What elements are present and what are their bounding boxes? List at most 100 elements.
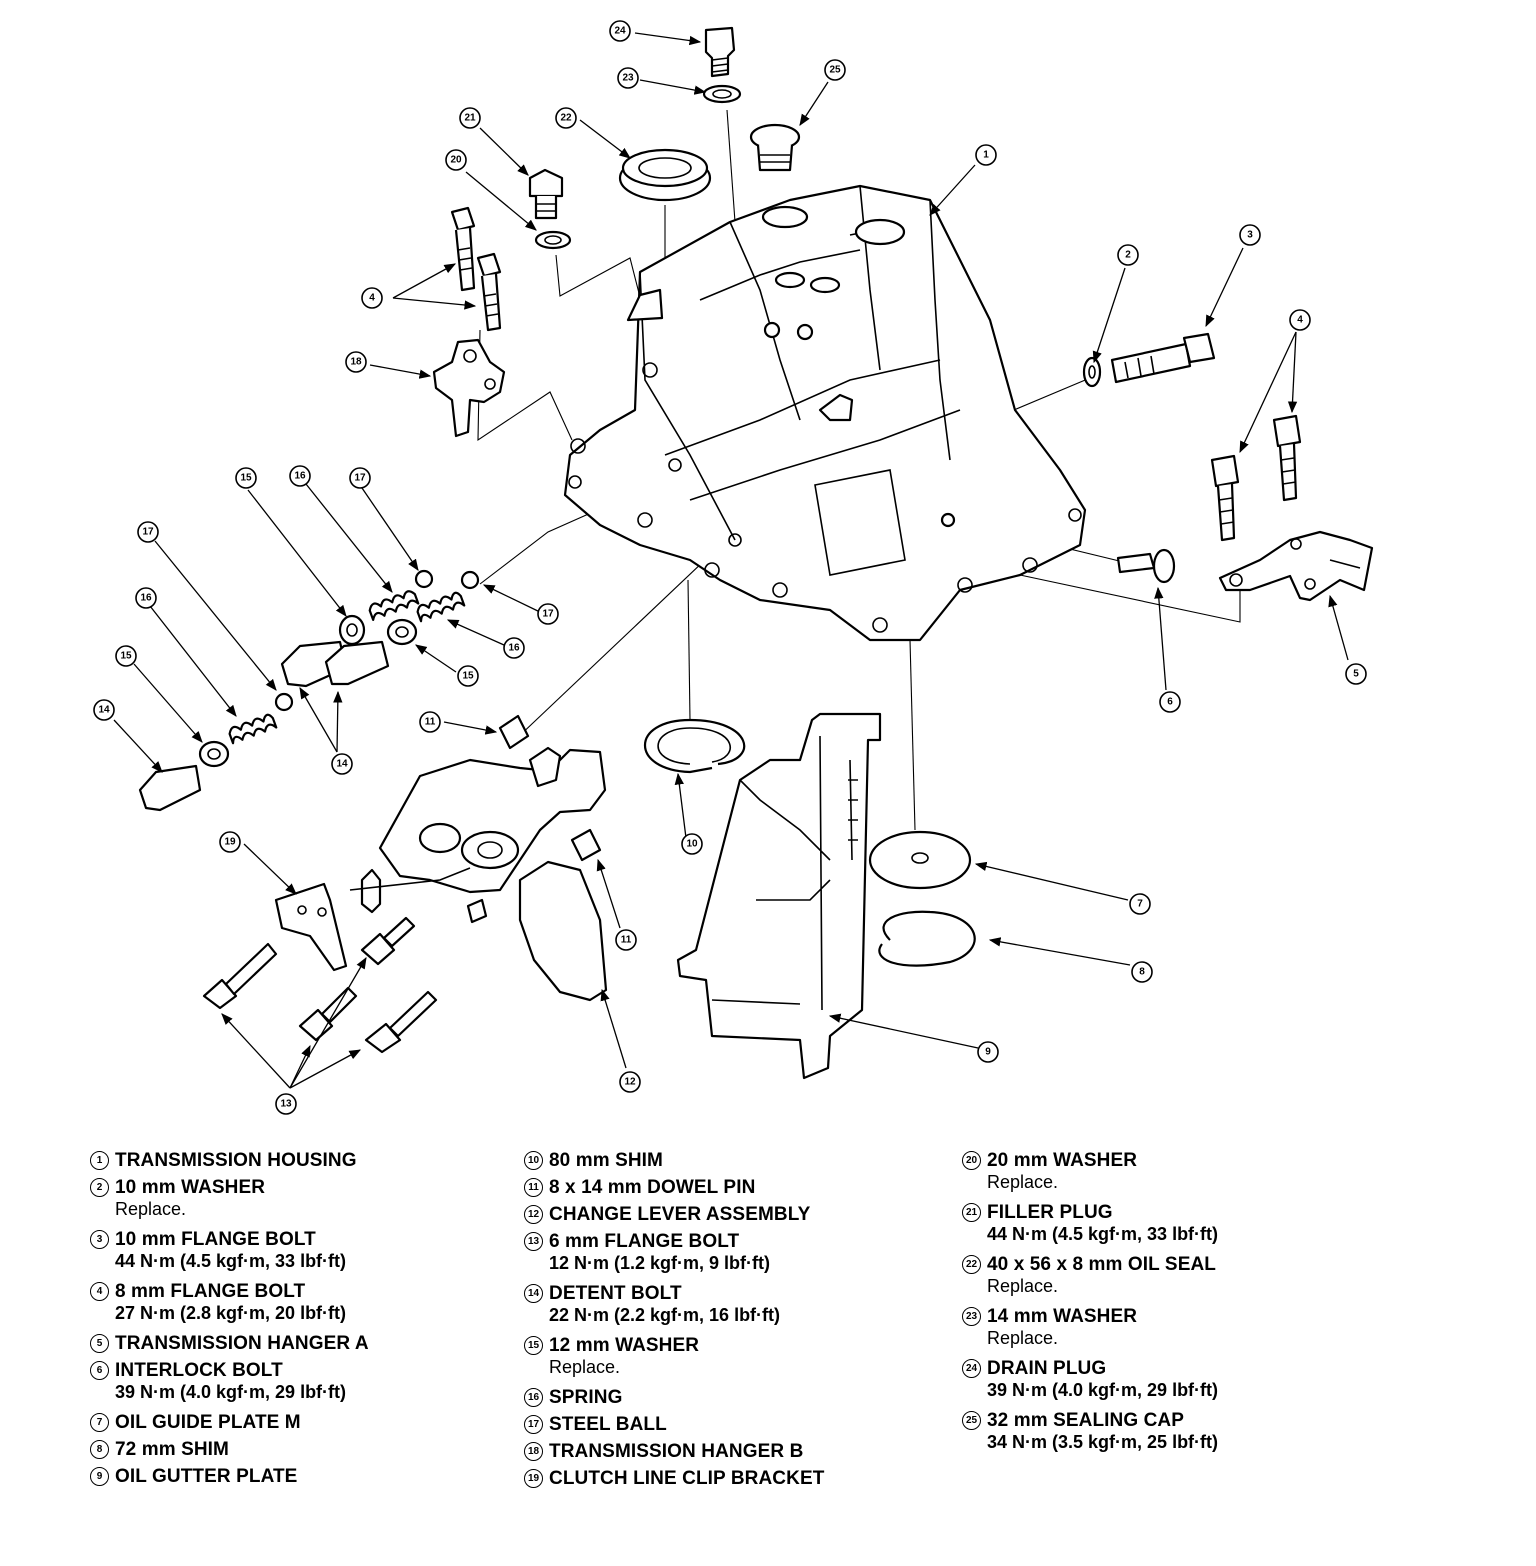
legend-item-name: 32 mm SEALING CAP [987, 1410, 1185, 1431]
legend-item-torque-spec: 34 N·m (3.5 kgf·m, 25 lbf·ft) [987, 1432, 1219, 1452]
callout-7: 7 [1129, 893, 1151, 915]
svg-text:21: 21 [464, 113, 476, 124]
flange-bolt-10mm [1110, 332, 1216, 384]
dowel-pin-upper [498, 714, 530, 750]
svg-text:7: 7 [1137, 899, 1143, 910]
legend-item-number: 4 [90, 1282, 109, 1301]
svg-text:15: 15 [462, 671, 474, 682]
svg-text:23: 23 [622, 73, 634, 84]
callout-15-top: 15 [235, 467, 257, 489]
callout-18: 18 [345, 351, 367, 373]
legend-item-number: 17 [524, 1415, 543, 1434]
svg-text:14: 14 [98, 705, 110, 716]
washer-14mm [702, 84, 742, 104]
svg-text:17: 17 [142, 527, 154, 538]
svg-text:15: 15 [240, 473, 252, 484]
detent-bolt-group-upper [274, 569, 480, 712]
transmission-housing [563, 184, 1087, 642]
legend-item-number: 6 [90, 1361, 109, 1380]
callout-16-right: 16 [503, 637, 525, 659]
callout-25: 25 [824, 59, 846, 81]
legend-item-text: CHANGE LEVER ASSEMBLY [549, 1204, 810, 1226]
svg-text:16: 16 [140, 593, 152, 604]
callout-17-right: 17 [537, 603, 559, 625]
legend-item: 17 STEEL BALL [524, 1414, 954, 1436]
callout-4-right: 4 [1289, 309, 1311, 331]
svg-text:4: 4 [369, 293, 375, 304]
detent-bolt-group-lower [138, 713, 278, 812]
legend-item-torque-spec: 39 N·m (4.0 kgf·m, 29 lbf·ft) [115, 1382, 347, 1402]
shim-72mm [878, 910, 976, 967]
legend-item-torque-spec: 44 N·m (4.5 kgf·m, 33 lbf·ft) [987, 1224, 1219, 1244]
legend-item-name: 72 mm SHIM [115, 1439, 229, 1460]
svg-text:19: 19 [224, 837, 236, 848]
legend-item-name: 8 x 14 mm DOWEL PIN [549, 1177, 756, 1198]
svg-text:12: 12 [624, 1077, 636, 1088]
callout-4-left: 4 [361, 287, 383, 309]
legend-item-name: CHANGE LEVER ASSEMBLY [549, 1204, 811, 1225]
legend-item-text: OIL GUIDE PLATE M [115, 1412, 301, 1434]
legend-item-name: STEEL BALL [549, 1414, 667, 1435]
callouts: 24 23 25 22 21 20 1 4 18 2 3 4 5 6 15 16… [93, 20, 1367, 1115]
legend-item-note: Replace. [987, 1328, 1059, 1348]
svg-text:11: 11 [621, 935, 632, 946]
svg-text:22: 22 [560, 113, 572, 124]
legend-item-number: 14 [524, 1284, 543, 1303]
legend-item-text: 72 mm SHIM [115, 1439, 229, 1461]
legend-item-number: 21 [962, 1203, 981, 1222]
callout-21: 21 [459, 107, 481, 129]
legend-item-text: 8 x 14 mm DOWEL PIN [549, 1177, 755, 1199]
callout-13: 13 [275, 1093, 297, 1115]
oil-guide-plate [868, 830, 972, 890]
legend-item-name: INTERLOCK BOLT [115, 1360, 283, 1381]
legend-item-name: TRANSMISSION HOUSING [115, 1150, 357, 1171]
interlock-bolt [1116, 548, 1176, 584]
washer-10mm [1082, 356, 1102, 388]
legend-item-number: 7 [90, 1413, 109, 1432]
legend-item-number: 8 [90, 1440, 109, 1459]
drain-plug [704, 26, 736, 78]
callout-17-top: 17 [349, 467, 371, 489]
legend-item-text: 80 mm SHIM [549, 1150, 663, 1172]
change-lever-assembly [349, 746, 608, 1002]
callout-6: 6 [1159, 691, 1181, 713]
legend-item-number: 23 [962, 1307, 981, 1326]
legend-item-text: TRANSMISSION HANGER A [115, 1333, 369, 1355]
legend-item-number: 9 [90, 1467, 109, 1486]
legend-item-torque-spec: 22 N·m (2.2 kgf·m, 16 lbf·ft) [549, 1305, 781, 1325]
callout-16-top: 16 [289, 465, 311, 487]
legend-item-number: 11 [524, 1178, 543, 1197]
washer-20mm [534, 230, 572, 250]
filler-plug [528, 168, 564, 220]
leader-arrows [113, 32, 1349, 1089]
legend-item-number: 18 [524, 1442, 543, 1461]
exploded-view-diagram: 24 23 25 22 21 20 1 4 18 2 3 4 5 6 15 16… [93, 20, 1374, 1115]
svg-text:24: 24 [614, 26, 626, 37]
svg-text:6: 6 [1167, 697, 1173, 708]
svg-text:9: 9 [985, 1047, 991, 1058]
legend-item-text: CLUTCH LINE CLIP BRACKET [549, 1468, 824, 1490]
